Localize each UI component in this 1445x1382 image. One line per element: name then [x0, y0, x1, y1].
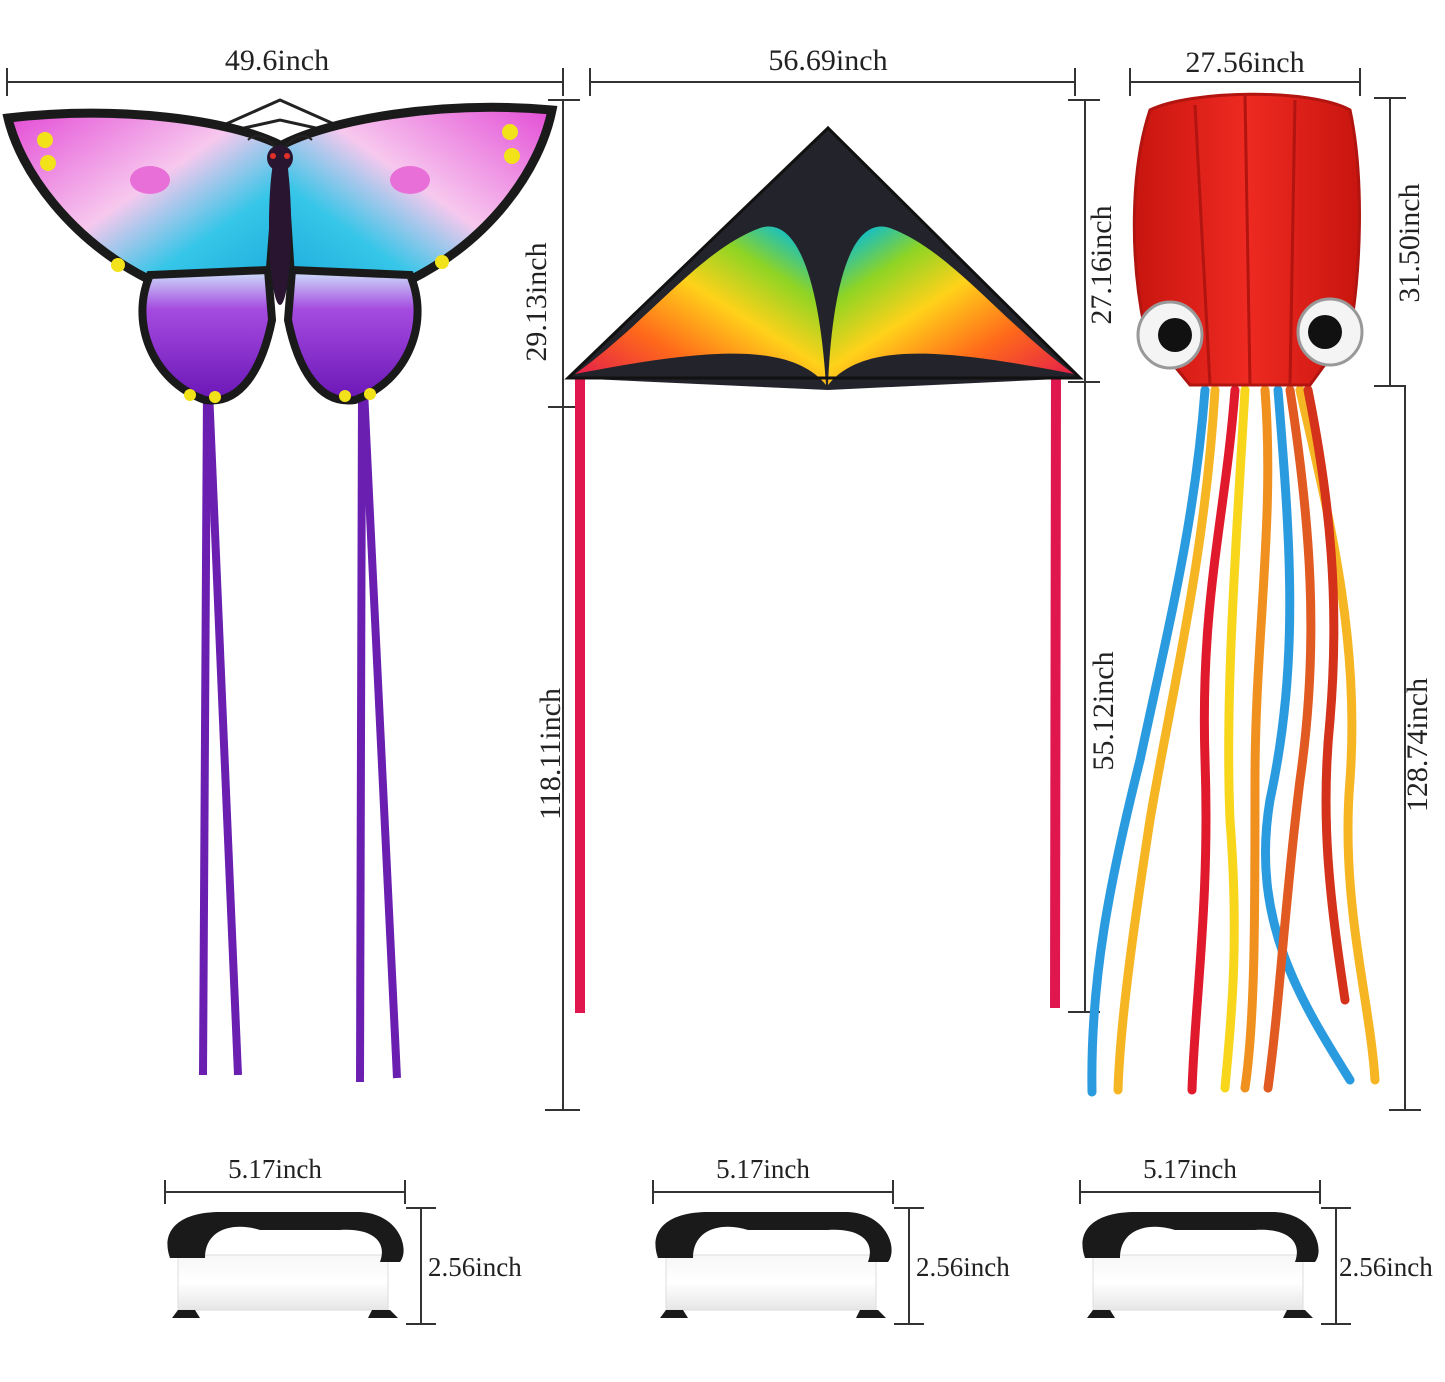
butterfly-kite [2, 98, 558, 1083]
reel-2 [655, 1212, 892, 1318]
butterfly-height-label: 29.13inch [520, 242, 553, 362]
reel-1 [167, 1212, 404, 1318]
octopus-kite [1087, 92, 1380, 1097]
octopus-tentacles [1087, 385, 1380, 1097]
delta-tail-length-label: 55.12inch [1087, 651, 1120, 771]
delta-height-label: 27.16inch [1085, 205, 1118, 325]
reel-1-height-label: 2.56inch [428, 1252, 522, 1282]
delta-tails [575, 371, 1061, 1013]
delta-width-label: 56.69inch [768, 44, 888, 77]
delta-kite [564, 125, 1084, 1013]
octopus-width-label: 27.56inch [1185, 46, 1305, 79]
butterfly-width-label: 49.6inch [224, 44, 330, 77]
reel-3 [1082, 1212, 1319, 1318]
octopus-height-label: 31.50inch [1393, 183, 1426, 303]
octopus-total-length-label: 128.74inch [1401, 677, 1434, 813]
delta-total-length-label: 118.11inch [534, 688, 567, 820]
reel-3-width-label: 5.17inch [1143, 1154, 1237, 1184]
reel-2-width-label: 5.17inch [716, 1154, 810, 1184]
butterfly-tails [199, 389, 401, 1083]
reel-1-width-label: 5.17inch [228, 1154, 322, 1184]
reel-3-height-label: 2.56inch [1339, 1252, 1433, 1282]
dimension-lines [6, 68, 1421, 1325]
reel-2-height-label: 2.56inch [916, 1252, 1010, 1282]
